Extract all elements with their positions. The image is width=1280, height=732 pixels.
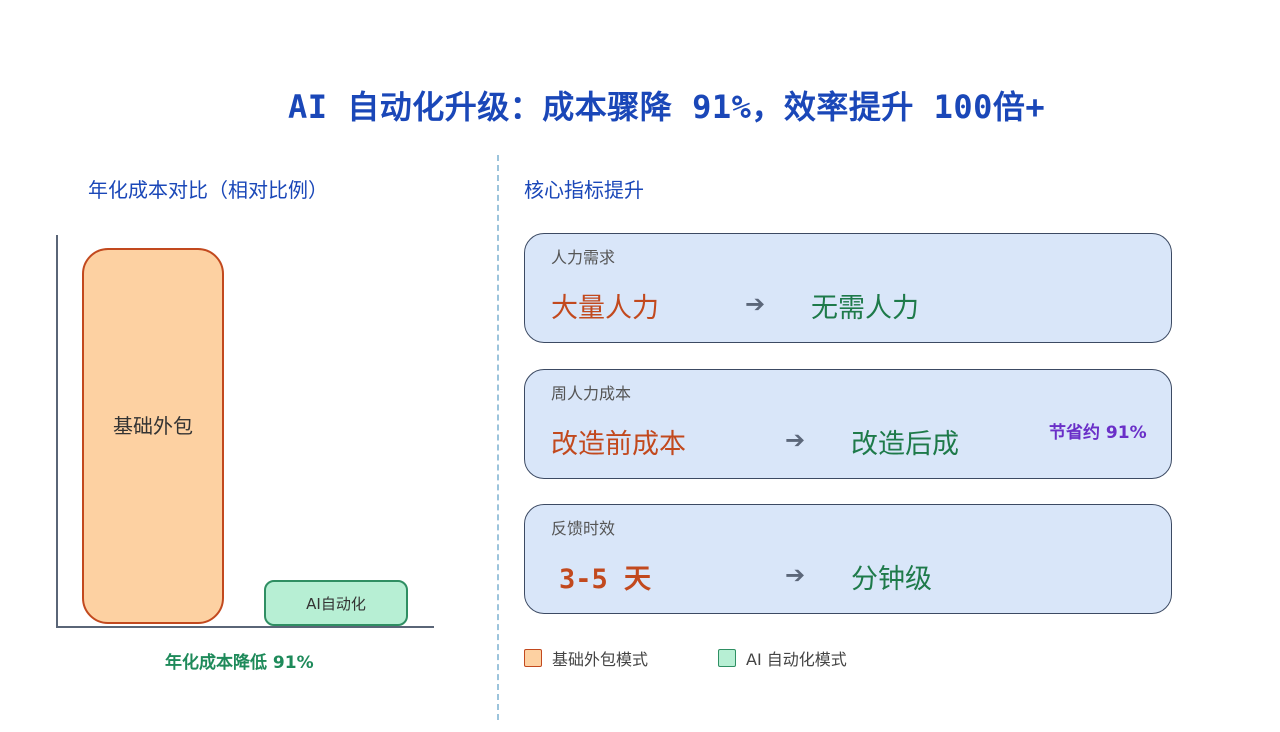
card-after-value: 无需人力 [811, 293, 919, 324]
legend-label: AI 自动化模式 [746, 650, 847, 669]
metrics-heading: 核心指标提升 [524, 178, 644, 202]
dashed-divider [497, 155, 499, 720]
metric-card-feedback-time: 反馈时效 3-5 天 ➔ 分钟级 [524, 504, 1172, 614]
card-label: 反馈时效 [551, 519, 616, 538]
card-after-value: 分钟级 [851, 564, 932, 595]
bar-label-ai-automation: AI自动化 [306, 594, 366, 613]
x-axis [56, 626, 434, 628]
card-after-value: 改造后成 [851, 429, 959, 460]
page-title: AI 自动化升级：成本骤降 91%，效率提升 100倍+ [288, 88, 1046, 126]
legend-swatch [524, 649, 542, 667]
card-label: 周人力成本 [551, 384, 632, 403]
y-axis [56, 235, 58, 628]
savings-note: 节省约 91% [1049, 423, 1147, 443]
bar-outsourcing: 基础外包 [82, 248, 224, 624]
card-before-value: 大量人力 [551, 293, 659, 324]
bar-ai-automation: AI自动化 [264, 580, 408, 626]
cost-reduction-note: 年化成本降低 91% [165, 653, 314, 673]
card-before-value: 3-5 天 [559, 564, 652, 595]
arrow-right-icon: ➔ [785, 426, 806, 454]
metric-card-weekly-cost: 周人力成本 改造前成本 ➔ 改造后成 节省约 91% [524, 369, 1172, 479]
card-before-value: 改造前成本 [551, 429, 686, 460]
metric-card-manpower: 人力需求 大量人力 ➔ 无需人力 [524, 233, 1172, 343]
legend-item-outsourcing: 基础外包模式 [524, 646, 648, 670]
arrow-right-icon: ➔ [745, 290, 766, 318]
bar-label-outsourcing: 基础外包 [113, 413, 193, 438]
legend-swatch [718, 649, 736, 667]
chart-heading: 年化成本对比（相对比例） [88, 178, 328, 202]
card-label: 人力需求 [551, 248, 616, 267]
legend-label: 基础外包模式 [552, 650, 649, 669]
legend-item-ai-automation: AI 自动化模式 [718, 646, 847, 670]
arrow-right-icon: ➔ [785, 561, 806, 589]
